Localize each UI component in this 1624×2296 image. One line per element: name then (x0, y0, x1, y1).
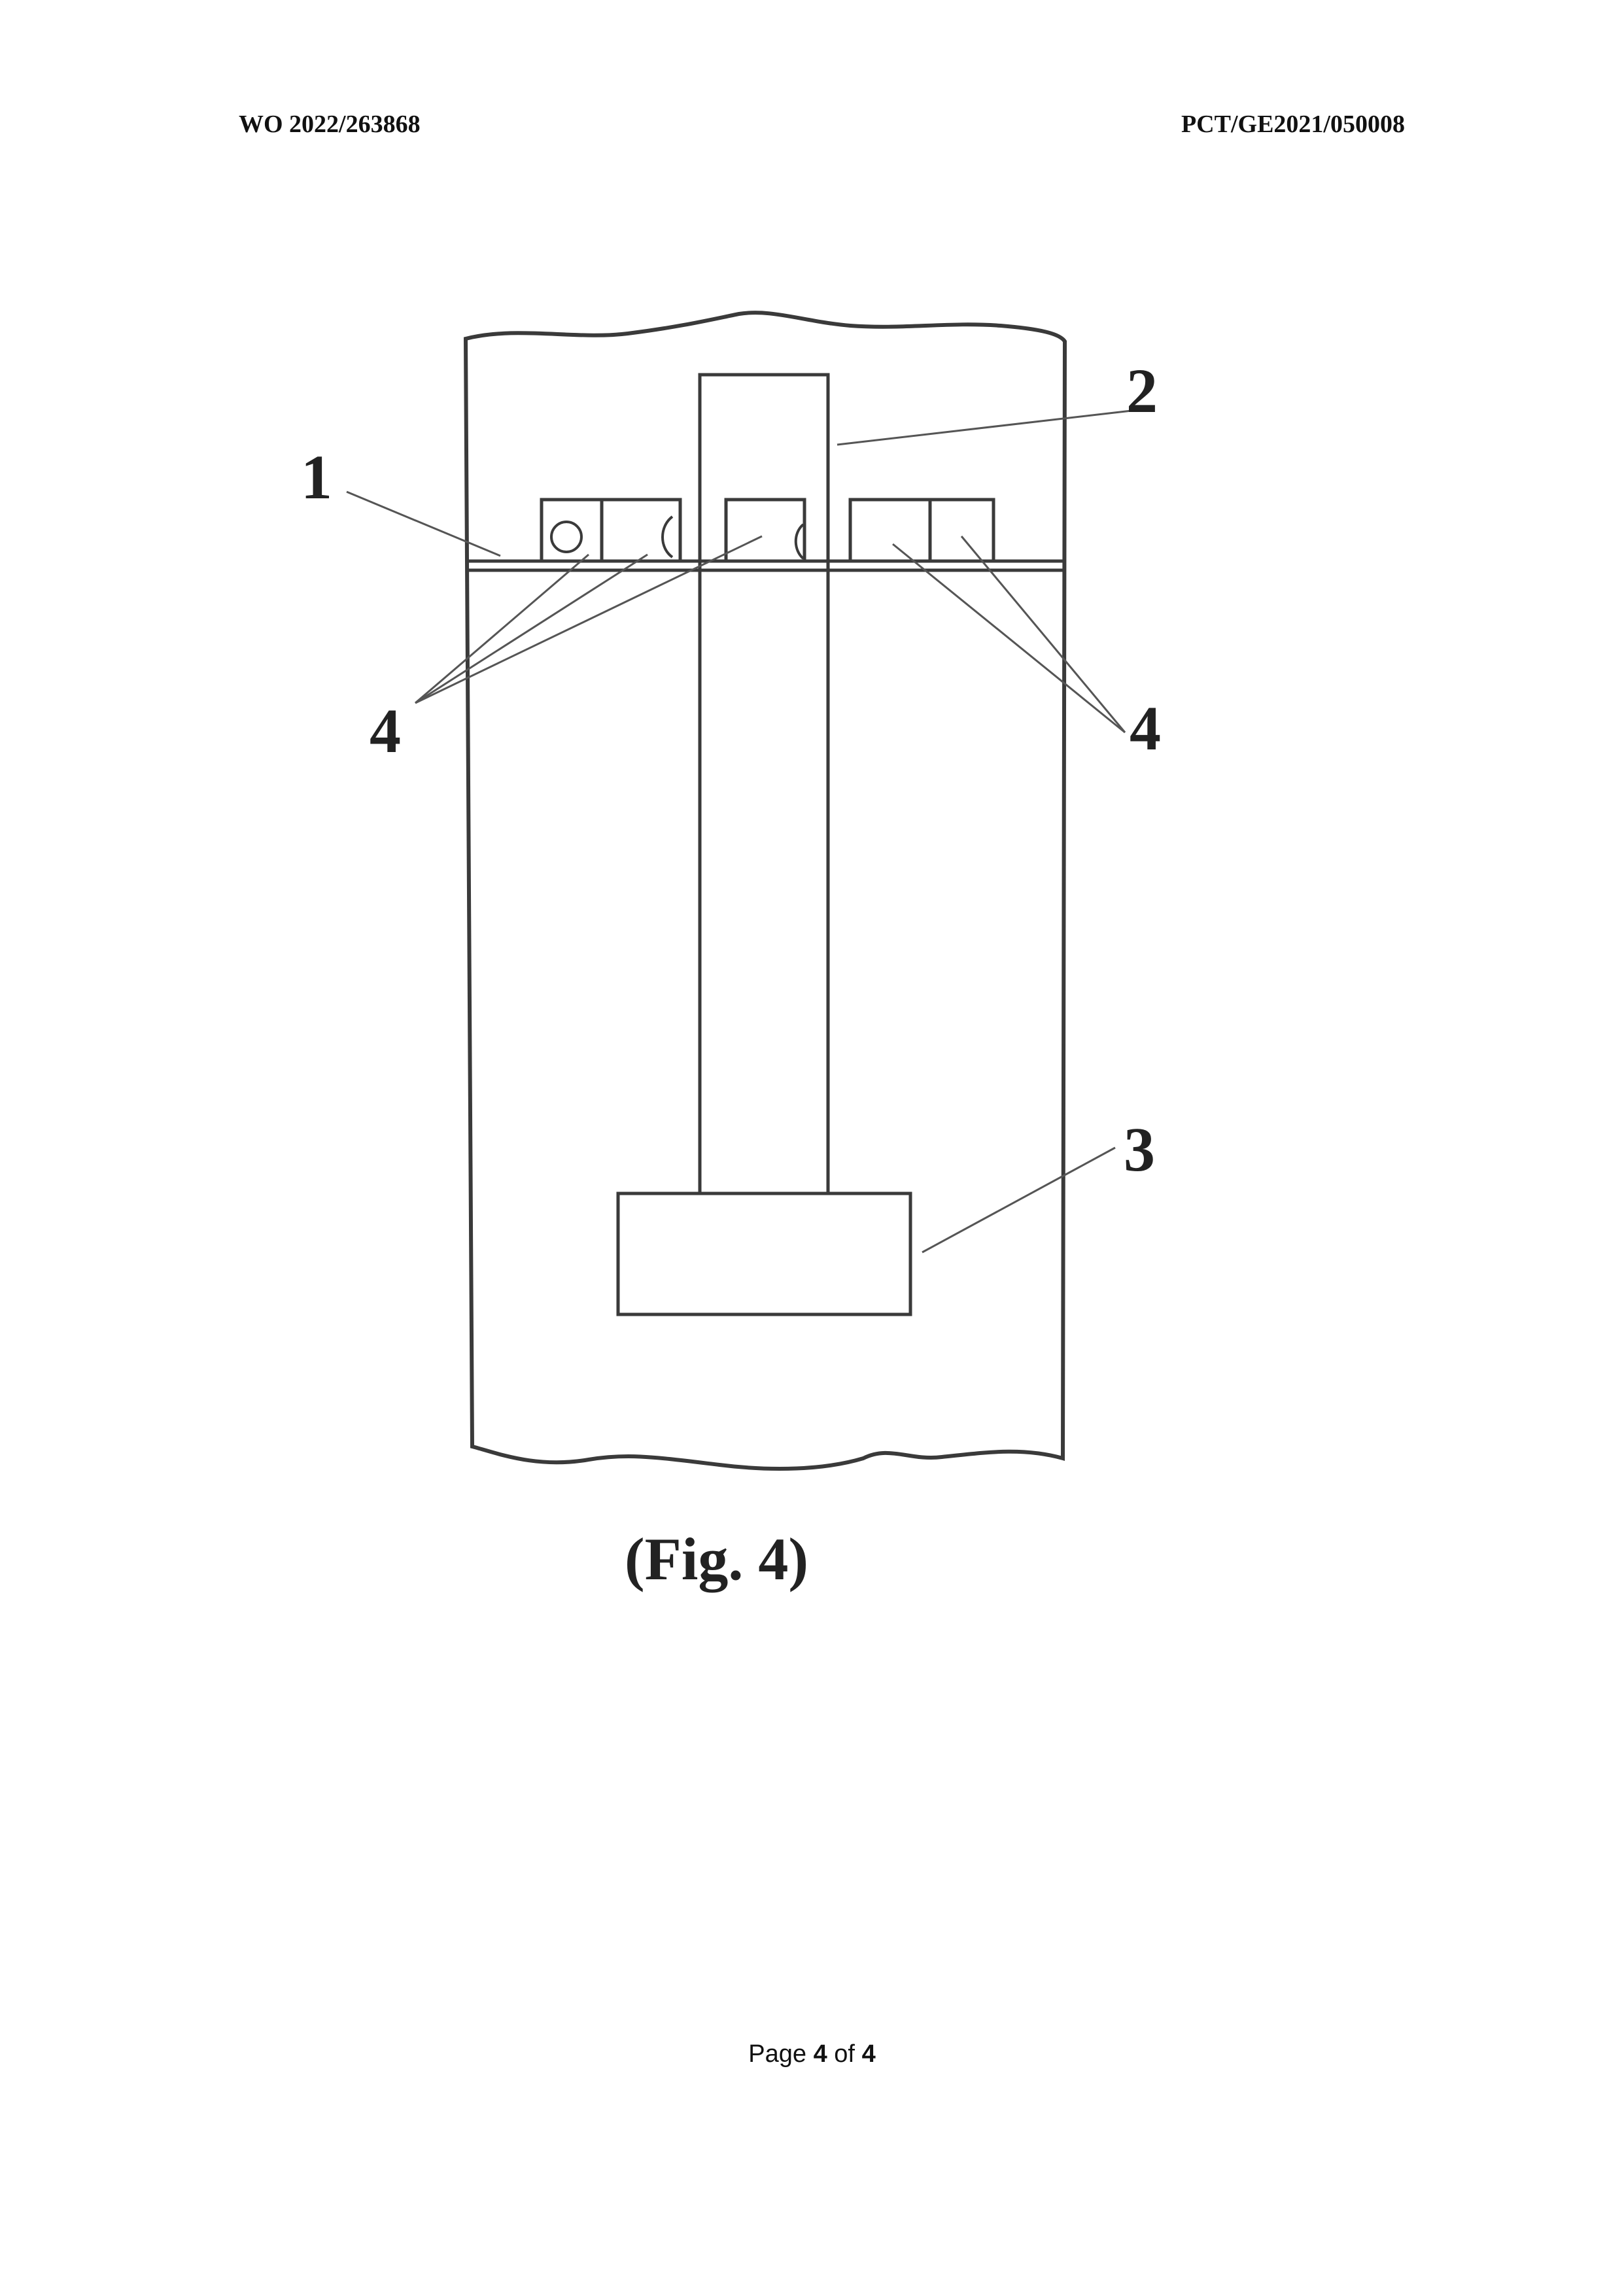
leader-4-right-b (960, 536, 1126, 733)
page-word: Page (748, 2040, 807, 2068)
housing-outline (463, 311, 1067, 1471)
box-left-1-circle (550, 521, 583, 553)
total-pages: 4 (861, 2040, 876, 2068)
application-number: PCT/GE2021/050008 (1181, 111, 1405, 138)
box-right-1 (848, 498, 932, 563)
of-word: of (834, 2040, 855, 2068)
leader-4-left-b (415, 553, 648, 704)
figure-caption: (Fig. 4) (625, 1526, 808, 1592)
leader-4-right-a (892, 543, 1126, 734)
label-2: 2 (1126, 356, 1158, 426)
box-left-2 (600, 498, 682, 563)
leader-2 (837, 409, 1132, 446)
box-center (724, 498, 806, 563)
publication-number: WO 2022/263868 (239, 111, 421, 138)
vertical-shaft (698, 373, 830, 1195)
label-4-right: 4 (1130, 693, 1161, 763)
leader-4-left-a (415, 553, 589, 704)
label-1: 1 (301, 442, 332, 512)
box-left-2-arc (661, 515, 674, 558)
leader-3 (922, 1146, 1116, 1254)
box-center-arc (794, 523, 804, 560)
leader-4-left-c (415, 535, 763, 704)
bottom-block (616, 1191, 912, 1316)
leader-1 (346, 490, 501, 557)
box-right-2 (928, 498, 995, 563)
page-footer: Page 4 of 4 (0, 2040, 1624, 2068)
label-4-left: 4 (370, 696, 401, 766)
label-3: 3 (1124, 1114, 1155, 1184)
current-page: 4 (813, 2040, 827, 2068)
